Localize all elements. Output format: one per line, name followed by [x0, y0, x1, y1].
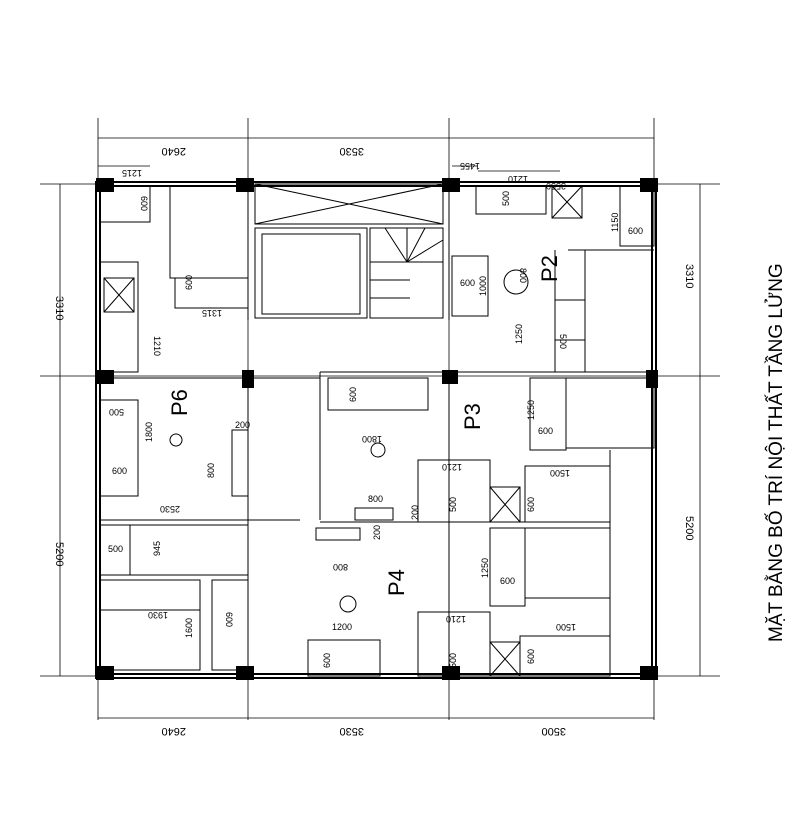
room-label-p6: P6 [167, 389, 192, 416]
room-label-p2: P2 [537, 255, 562, 282]
walls [95, 181, 657, 679]
dim-800-p3: 800 [368, 494, 383, 504]
columns [96, 178, 658, 680]
dim-500-p3: 500 [448, 497, 458, 512]
dim-2530: 2530 [160, 504, 180, 514]
dim-1800-p6: 1800 [144, 422, 154, 442]
plan-title: MẶT BẰNG BỐ TRÍ NỘI THẤT TẦNG LỬNG [765, 263, 787, 642]
dim-1455: 1455 [460, 161, 480, 171]
dim-800-p6: 800 [206, 463, 216, 478]
dimension-lines [59, 137, 701, 719]
dim-1210-p6: 1210 [152, 336, 162, 356]
dim-600-p4c: 600 [526, 649, 536, 664]
dim-left-1: 3310 [53, 296, 65, 320]
dim-top-1: 2640 [162, 145, 186, 157]
dim-1250-p2: 1250 [514, 324, 524, 344]
dim-600-p4b: 600 [500, 576, 515, 586]
room-labels: P2 P3 P4 P6 [167, 255, 562, 596]
dim-500-p2b: 500 [558, 334, 568, 349]
dim-500-p2: 500 [501, 191, 511, 206]
dim-1930: 1930 [148, 610, 168, 620]
dim-bottom-3: 3500 [542, 725, 566, 737]
dim-3550: 3550 [546, 181, 566, 191]
dim-600-p3c: 600 [526, 497, 536, 512]
dim-1315: 1315 [202, 308, 222, 318]
dim-bottom-1: 2640 [162, 725, 186, 737]
dim-1800-p3: 1800 [362, 434, 382, 444]
furniture [99, 185, 655, 677]
dim-200-p6: 200 [235, 420, 250, 430]
dim-1000-p2: 1000 [478, 276, 488, 296]
dim-600-p3: 600 [348, 387, 358, 402]
dim-600-a: 600 [139, 196, 149, 211]
dim-right-1: 3310 [683, 264, 695, 288]
dim-left-2: 5200 [53, 542, 65, 566]
dim-945: 945 [152, 541, 162, 556]
dim-1210: 1210 [508, 174, 528, 184]
dim-200-p4: 200 [372, 525, 382, 540]
dim-500-p6b: 500 [108, 544, 123, 554]
dim-600-p6c: 600 [224, 612, 234, 627]
dim-1150-p2: 1150 [610, 213, 620, 232]
dim-top-2: 3530 [340, 145, 364, 157]
room-label-p3: P3 [460, 403, 485, 430]
dim-600-p2: 600 [628, 226, 643, 236]
dim-1210-p3: 1210 [442, 462, 462, 472]
stair-core [254, 183, 444, 319]
room-label-p4: P4 [384, 569, 409, 596]
dim-right-2: 5200 [683, 516, 695, 540]
dim-1215: 1215 [122, 168, 142, 178]
dim-800-p2: 800 [518, 268, 528, 283]
dim-1500-p3: 1500 [550, 468, 570, 478]
dim-600-p4: 600 [322, 653, 332, 668]
dim-500-p4: 500 [448, 653, 458, 668]
dim-1210-p4: 1210 [446, 614, 466, 624]
dim-600-p3b: 600 [538, 426, 553, 436]
dim-bottom-2: 3530 [340, 725, 364, 737]
dim-1200-p4: 1200 [332, 622, 352, 632]
dim-800-p4: 800 [333, 562, 348, 572]
dimension-texts: 2640 3530 2640 3530 3500 3310 5200 3310 … [53, 145, 695, 737]
dim-600-p2b: 600 [460, 278, 475, 288]
dim-1500-p4: 1500 [556, 622, 576, 632]
dim-600-p6: 600 [112, 466, 127, 476]
dim-500-p6: 500 [109, 407, 124, 417]
dim-1250-p3: 1250 [526, 400, 536, 420]
dim-200-p3: 200 [410, 505, 420, 520]
dim-600-b: 600 [184, 275, 194, 290]
dim-1600: 1600 [184, 618, 194, 638]
dim-1250-p4: 1250 [480, 558, 490, 578]
